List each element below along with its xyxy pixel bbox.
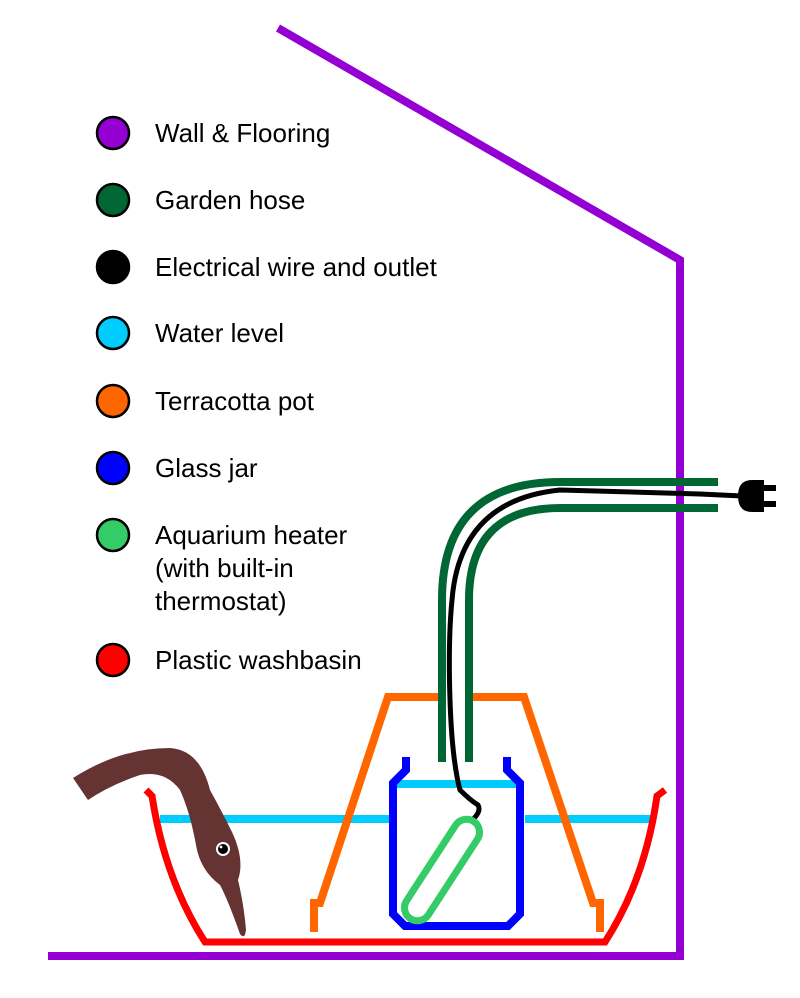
legend-item-wire: Electrical wire and outlet — [95, 249, 438, 285]
creature — [73, 748, 246, 937]
legend-swatch-basin — [95, 642, 131, 678]
electrical-wire-to-heater — [447, 699, 482, 824]
legend-swatch-wall — [95, 115, 131, 151]
aquarium-heater — [400, 815, 484, 925]
legend-swatch-water — [95, 315, 131, 351]
legend-item-wall: Wall & Flooring — [95, 115, 330, 151]
legend-swatch-wire — [95, 249, 131, 285]
plastic-washbasin — [143, 787, 668, 946]
legend-swatch-jar — [95, 450, 131, 486]
legend-label-heater-line3: thermostat) — [155, 586, 287, 616]
electrical-wire — [446, 487, 743, 701]
legend-label-pot: Terracotta pot — [155, 386, 315, 416]
legend-label-heater: Aquarium heater — [155, 520, 348, 550]
legend-label-heater-line2: (with built-in — [155, 553, 294, 583]
garden-hose-inner — [465, 504, 718, 762]
creature-body — [73, 748, 246, 937]
legend-item-hose: Garden hose — [95, 182, 305, 218]
legend-label-jar: Glass jar — [155, 453, 258, 483]
legend-swatch-pot — [95, 383, 131, 419]
legend-item-pot: Terracotta pot — [95, 383, 315, 419]
legend-item-jar: Glass jar — [95, 450, 258, 486]
terracotta-pot — [310, 693, 604, 932]
legend-label-basin: Plastic washbasin — [155, 645, 362, 675]
legend-label-hose: Garden hose — [155, 185, 305, 215]
legend-item-water: Water level — [95, 315, 284, 351]
glass-jar — [389, 757, 524, 930]
legend-label-wall: Wall & Flooring — [155, 118, 330, 148]
legend-item-basin: Plastic washbasin — [95, 642, 362, 678]
legend-label-water: Water level — [155, 318, 284, 348]
legend-swatch-heater — [95, 517, 131, 553]
legend-label-wire: Electrical wire and outlet — [155, 252, 438, 282]
legend-swatch-hose — [95, 182, 131, 218]
wall-and-flooring — [48, 24, 684, 960]
garden-hose-outer — [438, 478, 718, 762]
electrical-plug-icon — [738, 480, 776, 512]
